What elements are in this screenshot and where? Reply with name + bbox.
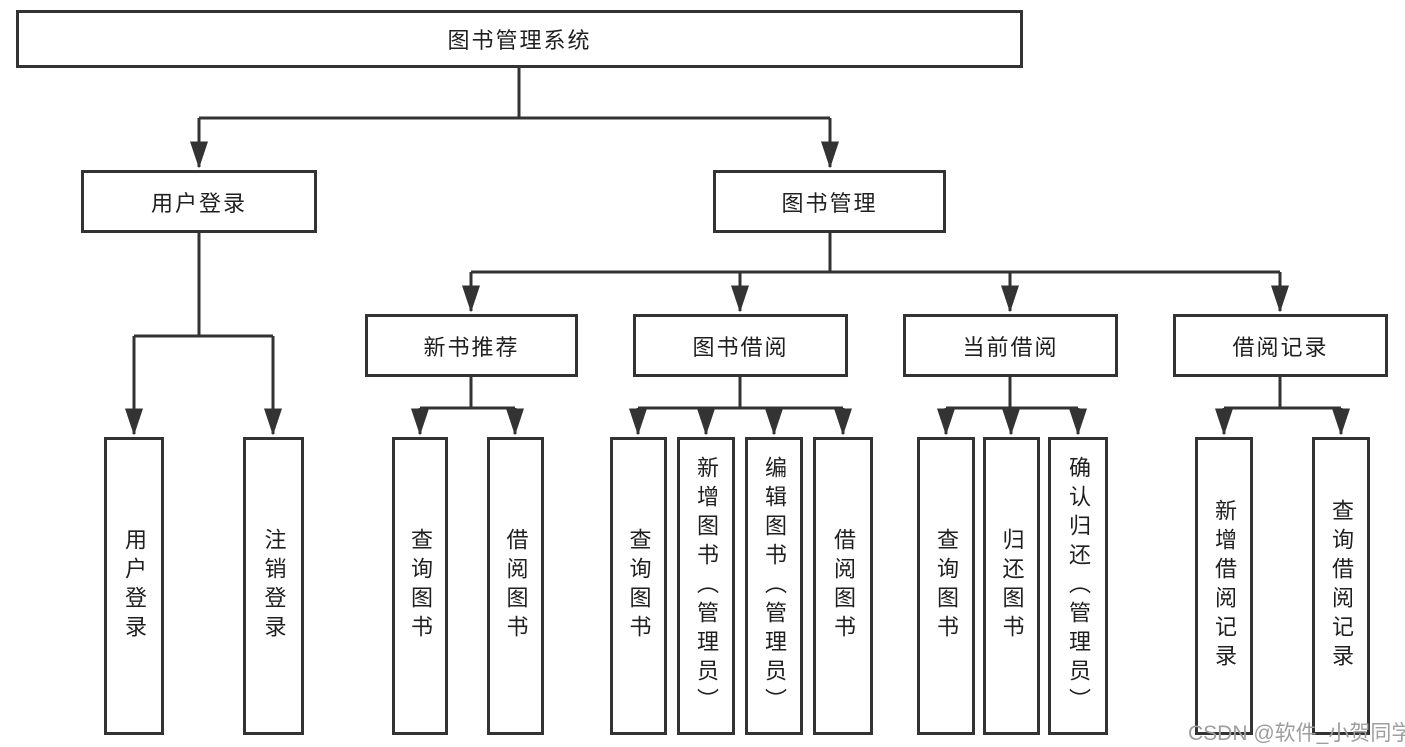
leaf-current-confirm-return-admin-label: 确认归还（管理员） bbox=[1066, 455, 1091, 717]
leaf-borrow-query-books-label: 查询图书 bbox=[626, 528, 652, 644]
node-user-login-label: 用户登录 bbox=[150, 190, 247, 216]
node-current-borrow-label: 当前借阅 bbox=[962, 334, 1059, 360]
leaf-borrow-add-books-admin-label: 新增图书（管理员） bbox=[694, 455, 719, 717]
leaf-borrow-edit-books-admin-label: 编辑图书（管理员） bbox=[762, 455, 787, 717]
leaf-current-query-books-label: 查询图书 bbox=[934, 528, 959, 644]
node-new-book-recommend-label: 新书推荐 bbox=[423, 334, 520, 360]
node-borrow-records-label: 借阅记录 bbox=[1232, 334, 1329, 360]
leaf-recommend-query-books: 查询图书 bbox=[392, 437, 448, 735]
leaf-records-query-record: 查询借阅记录 bbox=[1312, 437, 1370, 735]
node-user-login: 用户登录 bbox=[81, 170, 317, 233]
leaf-borrow-borrow-books: 借阅图书 bbox=[813, 437, 873, 735]
leaf-records-query-record-label: 查询借阅记录 bbox=[1329, 499, 1354, 673]
node-book-management-label: 图书管理 bbox=[781, 190, 878, 216]
node-borrow-records: 借阅记录 bbox=[1173, 314, 1388, 377]
leaf-borrow-borrow-books-label: 借阅图书 bbox=[831, 528, 856, 644]
leaf-recommend-borrow-books: 借阅图书 bbox=[487, 437, 544, 735]
node-book-management: 图书管理 bbox=[713, 170, 946, 233]
leaf-recommend-borrow-books-label: 借阅图书 bbox=[503, 528, 529, 644]
leaf-current-query-books: 查询图书 bbox=[917, 437, 975, 735]
csdn-watermark: CSDN @软件_小贺同学 bbox=[1188, 722, 1405, 745]
leaf-records-add-record: 新增借阅记录 bbox=[1195, 437, 1253, 735]
leaf-borrow-add-books-admin: 新增图书（管理员） bbox=[677, 437, 735, 735]
leaf-user-login: 用户登录 bbox=[104, 437, 164, 735]
leaf-current-return-books: 归还图书 bbox=[983, 437, 1040, 735]
node-root-label: 图书管理系统 bbox=[447, 28, 592, 53]
leaf-current-confirm-return-admin: 确认归还（管理员） bbox=[1048, 437, 1108, 735]
node-new-book-recommend: 新书推荐 bbox=[365, 314, 578, 377]
leaf-records-add-record-label: 新增借阅记录 bbox=[1212, 499, 1237, 673]
node-book-borrow: 图书借阅 bbox=[633, 314, 848, 377]
node-current-borrow: 当前借阅 bbox=[903, 314, 1118, 377]
leaf-logout: 注销登录 bbox=[243, 437, 304, 735]
leaf-recommend-query-books-label: 查询图书 bbox=[408, 528, 433, 644]
leaf-current-return-books-label: 归还图书 bbox=[999, 528, 1025, 644]
node-book-borrow-label: 图书借阅 bbox=[692, 334, 789, 360]
leaf-user-login-label: 用户登录 bbox=[122, 528, 147, 644]
leaf-logout-label: 注销登录 bbox=[261, 528, 287, 644]
node-root: 图书管理系统 bbox=[16, 10, 1023, 68]
leaf-borrow-query-books: 查询图书 bbox=[610, 437, 667, 735]
leaf-borrow-edit-books-admin: 编辑图书（管理员） bbox=[745, 437, 803, 735]
